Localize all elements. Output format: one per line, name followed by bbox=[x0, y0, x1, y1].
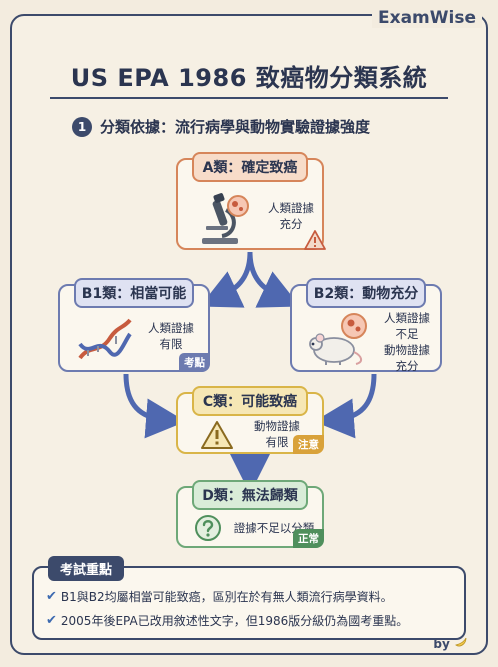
class-c-box: C類：可能致癌 動物證據 有限 注意 bbox=[176, 386, 324, 454]
class-b2-heading: B2類：動物充分 bbox=[306, 278, 426, 308]
exam-point-text: B1與B2均屬相當可能致癌，區別在於有無人類流行病學資料。 bbox=[60, 590, 393, 604]
section-heading-text: 分類依據：流行病學與動物實驗證據強度 bbox=[100, 118, 371, 136]
class-b1-text-line: 人類證據 bbox=[148, 321, 194, 335]
section-heading: 1 分類依據：流行病學與動物實驗證據強度 bbox=[72, 116, 370, 137]
caution-tag: 注意 bbox=[293, 435, 324, 454]
class-b1-text: 人類證據 有限 bbox=[138, 320, 204, 352]
warning-icon bbox=[304, 230, 326, 250]
class-b2-text-line: 人類證據 bbox=[384, 311, 430, 325]
banana-icon bbox=[455, 637, 467, 647]
warning-icon bbox=[201, 421, 233, 449]
exam-point-text: 2005年後EPA已改用敘述性文字，但1986版分級仍為國考重點。 bbox=[60, 614, 409, 628]
class-a-text: 人類證據 充分 bbox=[260, 200, 322, 232]
class-b2-text-line: 不足 bbox=[395, 327, 419, 341]
class-b1-box: B1類：相當可能 人類證據 有限 考點 bbox=[58, 278, 210, 372]
class-b2-text: 人類證據 不足 動物證據 充分 bbox=[374, 310, 440, 374]
mouse-icon bbox=[309, 313, 367, 365]
section-number-badge: 1 bbox=[72, 116, 92, 137]
class-a-box: A類：確定致癌 人類證據 充分 bbox=[176, 152, 326, 250]
class-c-text: 動物證據 有限 bbox=[244, 418, 310, 450]
class-a-heading: A類：確定致癌 bbox=[192, 152, 308, 182]
class-b1-text-line: 有限 bbox=[159, 337, 183, 351]
question-icon bbox=[195, 515, 221, 541]
brand-logo: ExamWise bbox=[372, 8, 482, 28]
exam-point: ✔ 2005年後EPA已改用敘述性文字，但1986版分級仍為國考重點。 bbox=[46, 612, 408, 629]
check-icon: ✔ bbox=[46, 613, 57, 628]
microscope-icon bbox=[202, 193, 249, 244]
class-a-text-line: 充分 bbox=[279, 217, 303, 231]
exam-key-points-heading: 考試重點 bbox=[48, 556, 125, 581]
class-d-box: D類：無法歸類 證據不足以分類 正常 bbox=[176, 480, 324, 548]
class-a-text-line: 人類證據 bbox=[268, 201, 314, 215]
class-b2-box: B2類：動物充分 人類證據 不足 動物證據 充分 bbox=[290, 278, 442, 374]
dna-icon bbox=[78, 318, 132, 360]
class-c-text-line: 動物證據 bbox=[254, 419, 300, 433]
exam-key-points: 考試重點 ✔ B1與B2均屬相當可能致癌，區別在於有無人類流行病學資料。 ✔ 2… bbox=[32, 556, 466, 640]
class-b1-heading: B1類：相當可能 bbox=[74, 278, 194, 308]
class-b2-text-line: 動物證據 bbox=[384, 343, 430, 357]
class-b2-text-line: 充分 bbox=[395, 359, 419, 373]
title-divider bbox=[50, 97, 448, 99]
footer-credit-text: by bbox=[433, 637, 450, 651]
exam-point: ✔ B1與B2均屬相當可能致癌，區別在於有無人類流行病學資料。 bbox=[46, 588, 393, 605]
exam-point-tag: 考點 bbox=[179, 353, 210, 372]
class-c-text-line: 有限 bbox=[265, 435, 289, 449]
check-icon: ✔ bbox=[46, 589, 57, 604]
page-title: US EPA 1986 致癌物分類系統 bbox=[70, 64, 428, 92]
footer-credit: by bbox=[433, 636, 468, 651]
normal-tag: 正常 bbox=[293, 529, 324, 548]
class-c-heading: C類：可能致癌 bbox=[192, 386, 308, 416]
class-d-heading: D類：無法歸類 bbox=[192, 480, 308, 510]
